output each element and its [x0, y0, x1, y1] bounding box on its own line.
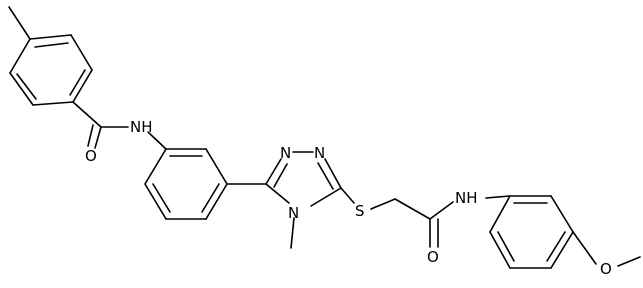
bond [34, 42, 69, 48]
atom-label-o-methoxy: O [600, 260, 612, 278]
bond [87, 124, 94, 147]
bond [370, 198, 396, 210]
bond [290, 217, 295, 249]
atom-label-nh-amide: NH [130, 118, 153, 136]
atom-label-n-triazole: N [280, 144, 291, 162]
bond [29, 34, 72, 40]
bond [32, 101, 74, 106]
bond [485, 195, 511, 199]
bond [265, 183, 290, 204]
bond [546, 231, 566, 262]
bond [550, 231, 574, 269]
bond [265, 158, 282, 185]
bond [9, 38, 31, 74]
bond [144, 148, 167, 185]
bond [9, 72, 34, 106]
bond [70, 34, 93, 71]
bond [273, 163, 288, 188]
bond [72, 69, 93, 103]
bond [205, 148, 228, 185]
bond [572, 231, 597, 265]
bond [147, 131, 167, 150]
bond [72, 101, 102, 128]
bond [94, 126, 102, 149]
bond [617, 256, 641, 267]
atom-label-nh-amide: NH [455, 189, 478, 207]
bond [152, 183, 171, 213]
bond [69, 69, 86, 96]
bonds [8, 6, 641, 269]
atom-labels: NH O N N N S NH O O [85, 118, 612, 278]
bond [489, 195, 511, 233]
bond [429, 201, 454, 220]
bond [394, 198, 431, 220]
atom-label-o-carbonyl: O [85, 147, 97, 165]
atom-label-n-triazole: N [314, 144, 325, 162]
atom-label-n-methyl: N [288, 204, 299, 222]
bond [317, 162, 334, 190]
bond [324, 158, 342, 189]
bond [8, 6, 31, 40]
bond [550, 195, 574, 233]
bond [201, 183, 220, 213]
bond [205, 183, 228, 220]
bond [497, 231, 515, 262]
bond [16, 73, 37, 100]
atom-label-o-carbonyl: O [427, 248, 439, 266]
bond [144, 183, 167, 220]
bond [340, 187, 355, 204]
atom-label-sulfur: S [355, 202, 365, 220]
bond [489, 231, 511, 269]
bond [310, 187, 342, 207]
